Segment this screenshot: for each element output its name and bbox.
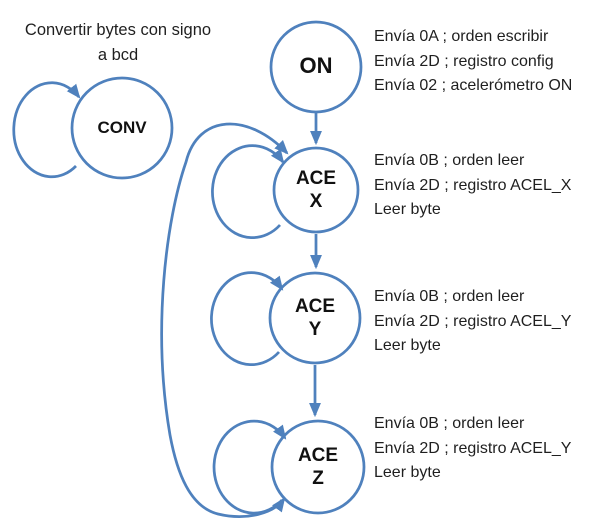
annotation-line: Envía 02 ; acelerómetro ON [374,77,573,94]
self-loop-conv [12,81,81,179]
annotation-line: Envía 2D ; registro config [374,52,554,70]
state-label-ace-x: ACE X [266,167,366,213]
state-label-conv: CONV [97,118,147,137]
annotation-block-ace-x: Envía 0B ; orden leer Envía 2D ; registr… [374,149,571,223]
return-arc-ace-z-to-ace-x [160,122,289,518]
state-circle-on [269,20,363,114]
annotation-block-ace-z: Envía 0B ; orden leer Envía 2D ; registr… [374,412,571,486]
state-label-ace-z-line2: Z [312,468,324,489]
annotation-line: Envía 0B ; orden leer [374,415,525,432]
state-label-ace-y: ACE Y [265,295,365,341]
annotation-block-ace-y: Envía 0B ; orden leer Envía 2D ; registr… [374,285,571,359]
diagram-title-line2: a bcd [97,46,139,64]
annotation-line: Envía 2D ; registro ACEL_Y [374,312,572,330]
state-label-ace-z: ACE Z [268,444,368,490]
self-loop-ace-y [210,271,284,367]
annotation-block-on: Envía 0A ; orden escribir Envía 2D ; reg… [374,25,572,99]
annotation-line: Envía 0B ; orden leer [374,152,525,169]
state-label-on: ON [299,53,333,78]
state-label-ace-x-line1: ACE [295,168,337,189]
state-label-ace-y-line2: Y [308,319,322,340]
state-circle-ace-z [270,419,366,515]
annotation-line: Envía 2D ; registro ACEL_Y [374,439,572,457]
state-label-ace-z-line1: ACE [297,445,339,466]
state-label-ace-y-line1: ACE [294,296,336,317]
annotation-line: Envía 0A ; orden escribir [374,28,549,45]
annotation-line: Leer byte [374,201,441,218]
state-circle-conv [70,76,174,180]
state-label-ace-x-line2: X [309,191,323,212]
state-circle-ace-y [268,271,362,365]
annotation-line: Leer byte [374,464,441,481]
diagram-title: Convertir bytes con signo a bcd [10,18,226,68]
diagram-title-line1: Convertir bytes con signo [24,21,212,39]
self-loop-ace-z [212,419,287,515]
annotation-line: Envía 0B ; orden leer [374,288,525,305]
annotation-line: Leer byte [374,337,441,354]
self-loop-ace-x [211,144,285,240]
annotation-line: Envía 2D ; registro ACEL_X [374,176,572,194]
